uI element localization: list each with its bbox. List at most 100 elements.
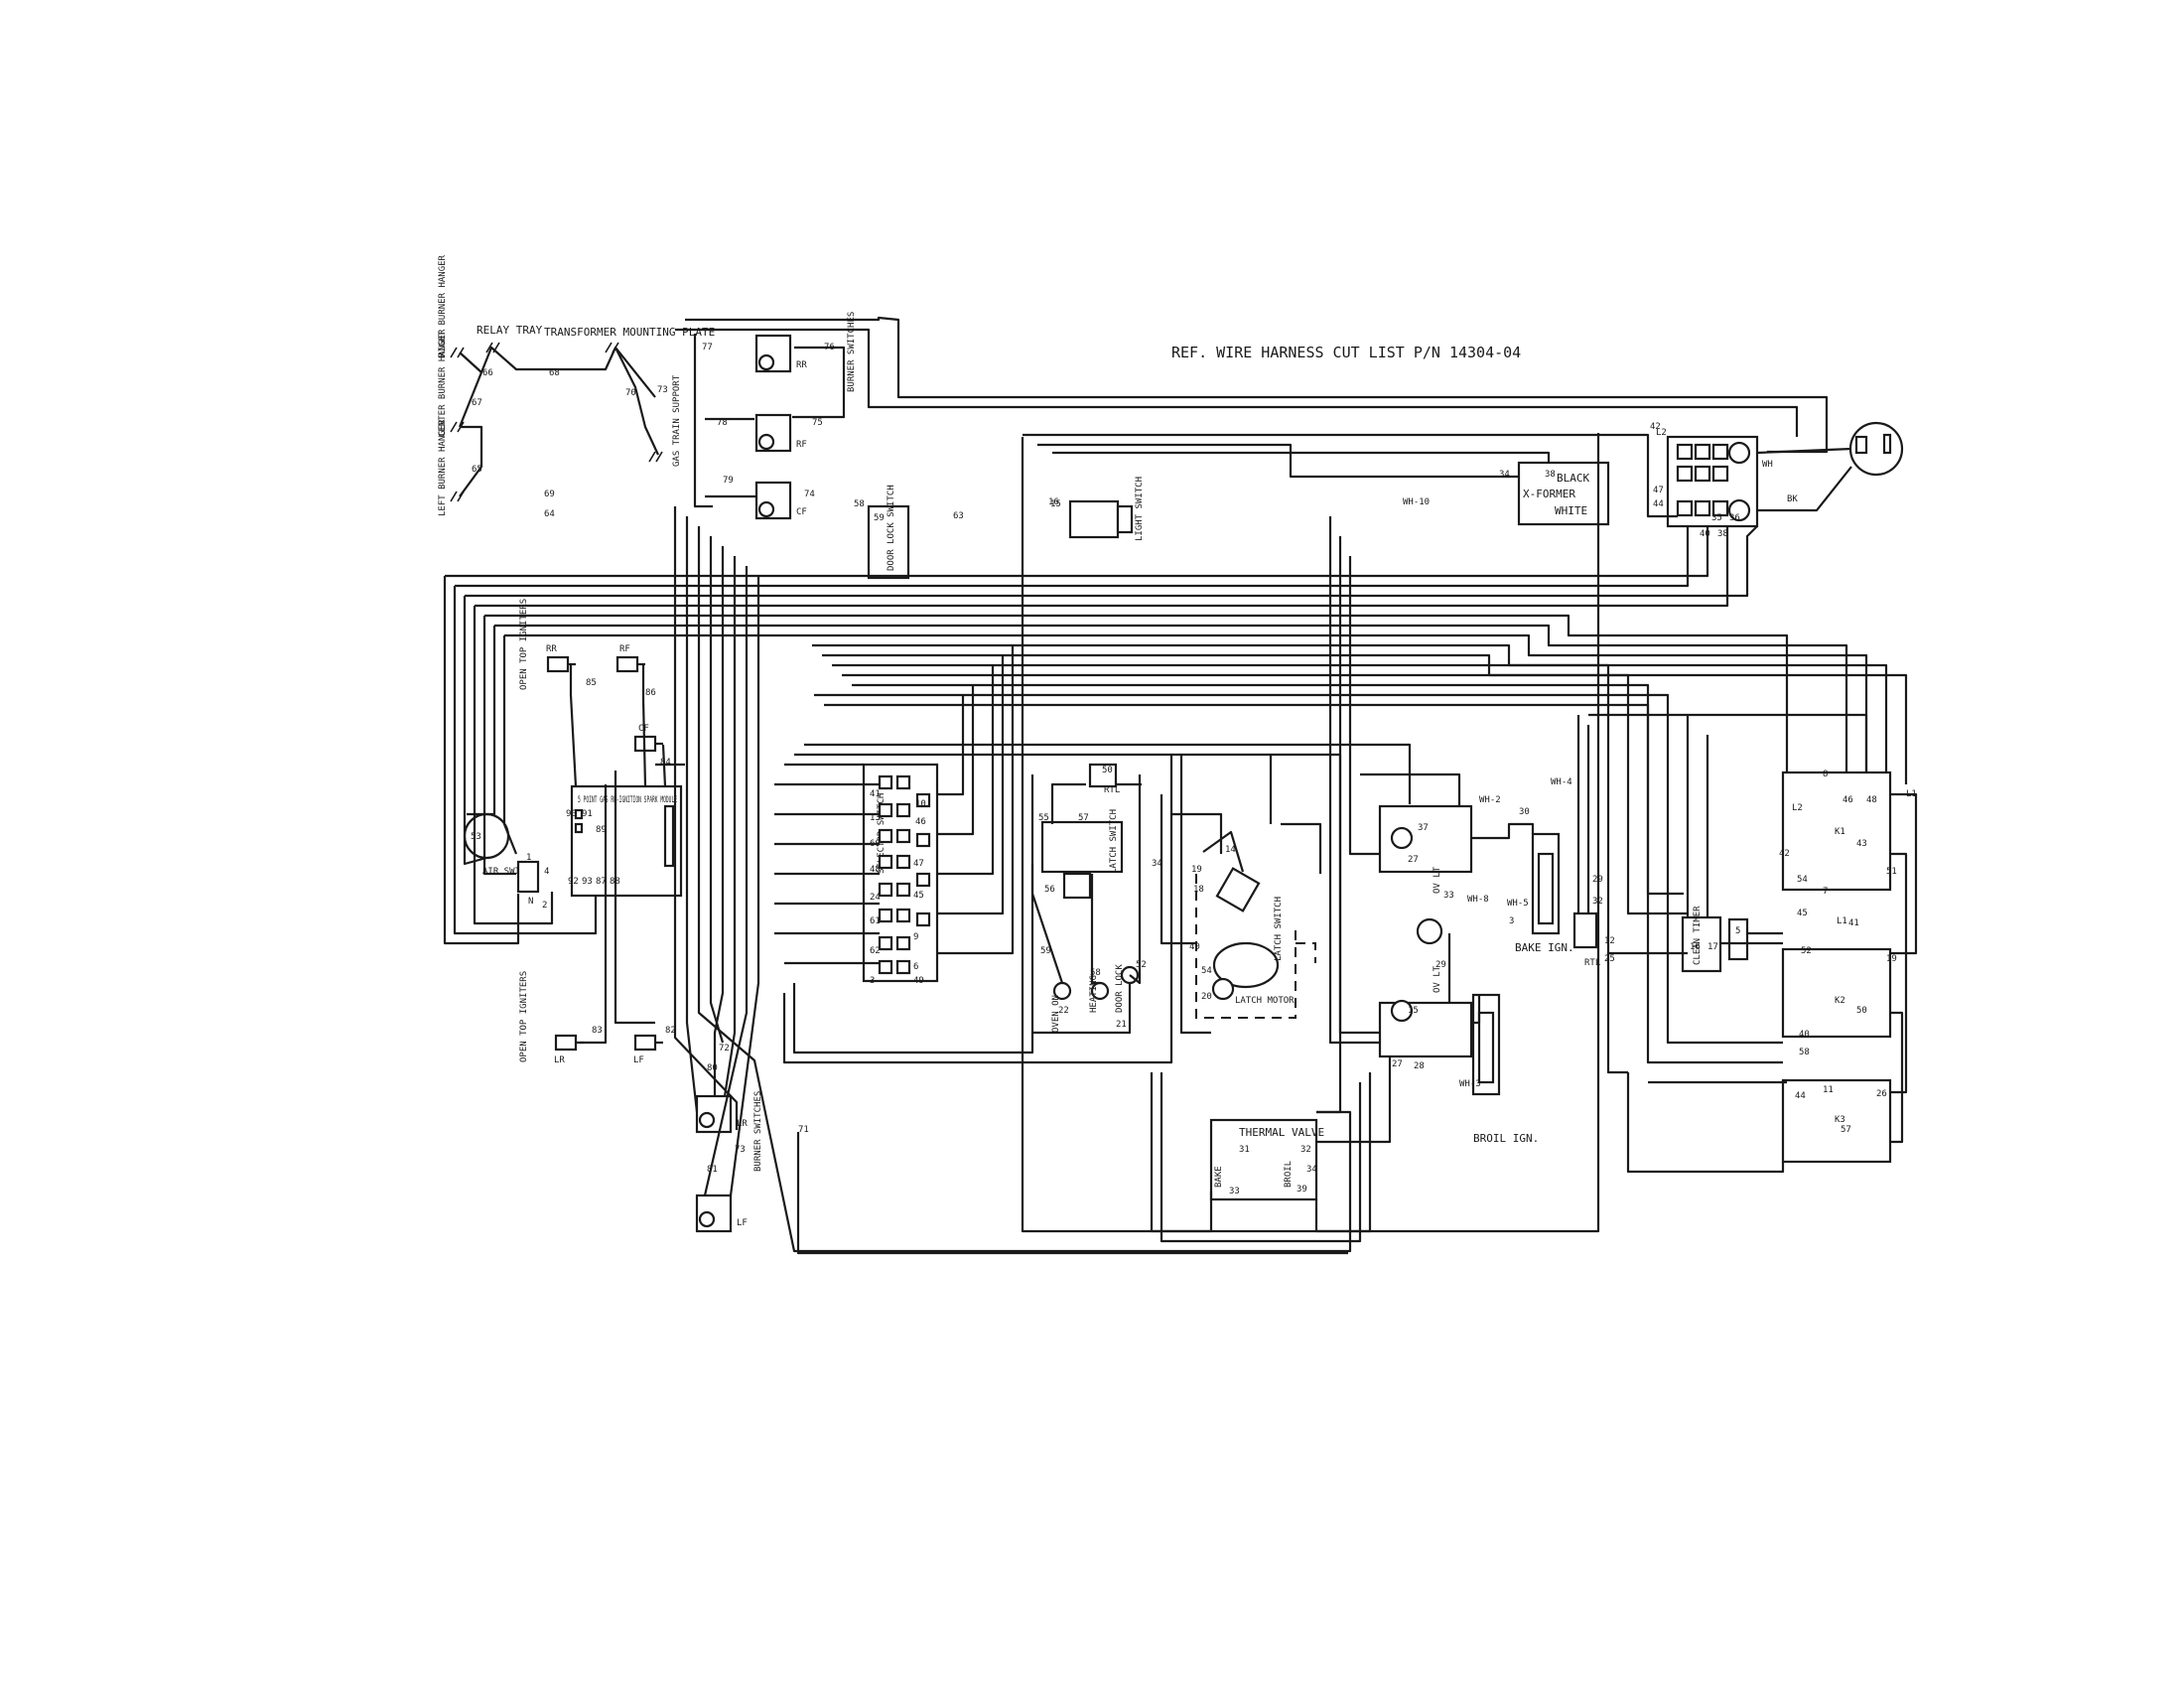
latch-switch-label-2: LATCH SWITCH <box>1274 897 1284 961</box>
wire-number: 42 <box>1650 422 1661 432</box>
wire-number: 40 <box>1700 529 1710 539</box>
latch-assembly: LATCH SWITCH <box>1040 809 1124 900</box>
air-switch-label: AIR SWITCH <box>482 867 536 877</box>
wire-number: 86 <box>645 688 656 698</box>
oven-light-lower-label: OV LT <box>1433 965 1442 993</box>
wire-number: 88 <box>610 877 620 887</box>
wh-label: WH <box>1762 460 1773 470</box>
lf-igniter-label: LF <box>633 1055 644 1065</box>
wh2-label: WH-2 <box>1479 795 1501 805</box>
wire-number: 33 <box>1443 891 1454 901</box>
relay-l2-label: L2 <box>1792 803 1803 813</box>
open-top-igniters-lower: OPEN TOP IGNITERS LR LF 83 82 <box>519 971 676 1065</box>
ground-wires <box>458 346 659 497</box>
wire-number: 49 <box>913 976 924 986</box>
wire-number: 52 <box>1136 960 1147 970</box>
ground-right-hanger <box>450 347 465 358</box>
wire-number: 55 <box>1038 813 1049 823</box>
wire-number: 84 <box>660 758 671 768</box>
clean-timer: CLEAN TIMER <box>1681 906 1749 973</box>
wire-number: 38 <box>1717 529 1728 539</box>
k1-label: K1 <box>1835 827 1845 837</box>
wire-number-labels: 64 69 73 63 58 15 50 55 57 34 56 59 58 5… <box>526 385 1897 1196</box>
wire-number: 36 <box>1729 513 1740 523</box>
wire-number: 53 <box>471 832 481 842</box>
ground-gas-train <box>648 451 663 463</box>
wire-number: 50 <box>1102 766 1113 775</box>
wire-number: 46 <box>915 817 926 827</box>
rtl-sensor: RTL <box>1572 912 1600 968</box>
wire-number: 70 <box>625 388 636 398</box>
wire-number: 8 <box>1823 770 1828 779</box>
burner-switch-rr: RR <box>754 334 807 373</box>
wire-number: 24 <box>870 893 881 903</box>
wire-number: 57 <box>1078 813 1089 823</box>
rf-igniter-label: RF <box>619 644 630 654</box>
wire-number: 9 <box>913 932 918 942</box>
rf-label: RF <box>796 440 807 450</box>
wh10-label: WH-10 <box>1403 497 1430 507</box>
wire-number: 20 <box>1201 992 1212 1002</box>
wire-number: 52 <box>1801 946 1812 956</box>
transformer-plate-label: TRANSFORMER MOUNTING PLATE <box>544 326 715 339</box>
wire-number: 57 <box>1841 1125 1851 1135</box>
open-top-igniters-upper: OPEN TOP IGNITERS RR RF CF 85 86 84 <box>519 599 671 768</box>
wire-number: 81 <box>707 1165 718 1175</box>
wire-number: 19 <box>1191 865 1202 875</box>
wh4-label: WH-4 <box>1551 777 1572 787</box>
thermal-valve-label: THERMAL VALVE <box>1239 1126 1324 1139</box>
wire-number: 48 <box>870 865 881 875</box>
wire-number: 58 <box>854 499 865 509</box>
wire-number: 26 <box>1876 1089 1887 1099</box>
wire-number: 69 <box>544 490 555 499</box>
selector-terminals <box>878 774 931 975</box>
wire-number: 58 <box>1799 1048 1810 1057</box>
wire-number: 5 <box>1735 926 1740 936</box>
broil-ign-label: BROIL IGN. <box>1473 1132 1539 1145</box>
bake-ign-label: BAKE IGN. <box>1515 941 1574 954</box>
door-lock-label: DOOR LOCK <box>1115 964 1125 1013</box>
wire-number: 3 <box>1509 916 1514 926</box>
x-former-label: X-FORMER <box>1523 488 1575 500</box>
burner-switch-rf: RF <box>754 413 807 453</box>
wire-number: 67 <box>472 398 482 408</box>
wire-number: 40 <box>1799 1030 1810 1040</box>
wire-number: 37 <box>1418 823 1429 833</box>
wire-number: 35 <box>1711 513 1722 523</box>
bk-label: BK <box>1787 494 1798 504</box>
wire-number: 33 <box>1229 1187 1240 1196</box>
relay-l1-label: L1 <box>1837 916 1847 926</box>
heating-label: HEATING <box>1089 975 1099 1013</box>
wire-number: 71 <box>798 1125 809 1135</box>
wire-number: 42 <box>1779 849 1790 859</box>
wh8-label: WH-8 <box>1467 895 1489 905</box>
latch-motor-label: LATCH MOTOR <box>1235 996 1295 1006</box>
wire-number: 34 <box>1499 470 1510 480</box>
wire-number: 41 <box>870 789 881 799</box>
wire-number: 16 <box>1690 942 1701 952</box>
wire-number: 3 <box>870 976 875 986</box>
wire-number: 29 <box>1592 875 1603 885</box>
wire-number: 38 <box>1545 470 1556 480</box>
wire-number: 27 <box>1408 855 1419 865</box>
latch-motor: LATCH MOTOR LATCH SWITCH <box>1195 830 1316 1019</box>
relay-tray-label: RELAY TRAY <box>477 324 543 337</box>
hanger-group: RELAY TRAY TRANSFORMER MOUNTING PLATE RI… <box>438 254 715 516</box>
burner-switch-cf: CF <box>754 481 807 520</box>
spark-module: 5 POINT GAS RE-IGNITION SPARK MODULE <box>570 784 683 898</box>
center-burner-hanger-label: CENTER BURNER HANGER <box>438 329 448 437</box>
wire-number: 45 <box>1797 909 1808 918</box>
wire-number: 2 <box>542 901 547 911</box>
white-label: WHITE <box>1555 504 1587 517</box>
k2-label: K2 <box>1835 996 1845 1006</box>
open-top-igniters-lower-label: OPEN TOP IGNITERS <box>519 971 529 1062</box>
burner-switch-lf: LF <box>695 1193 748 1233</box>
wire-number: 61 <box>870 916 881 926</box>
wire-number: 27 <box>1392 1059 1403 1069</box>
oven-lights: OV LT OV LT WH-2 WH-8 <box>1378 795 1501 1058</box>
wire-number: 44 <box>1795 1091 1806 1101</box>
broil-igniter: BROIL IGN. WH-3 <box>1459 993 1539 1145</box>
door-lock-switch: DOOR LOCK SWITCH <box>867 485 910 580</box>
wire-number: 51 <box>1886 867 1897 877</box>
